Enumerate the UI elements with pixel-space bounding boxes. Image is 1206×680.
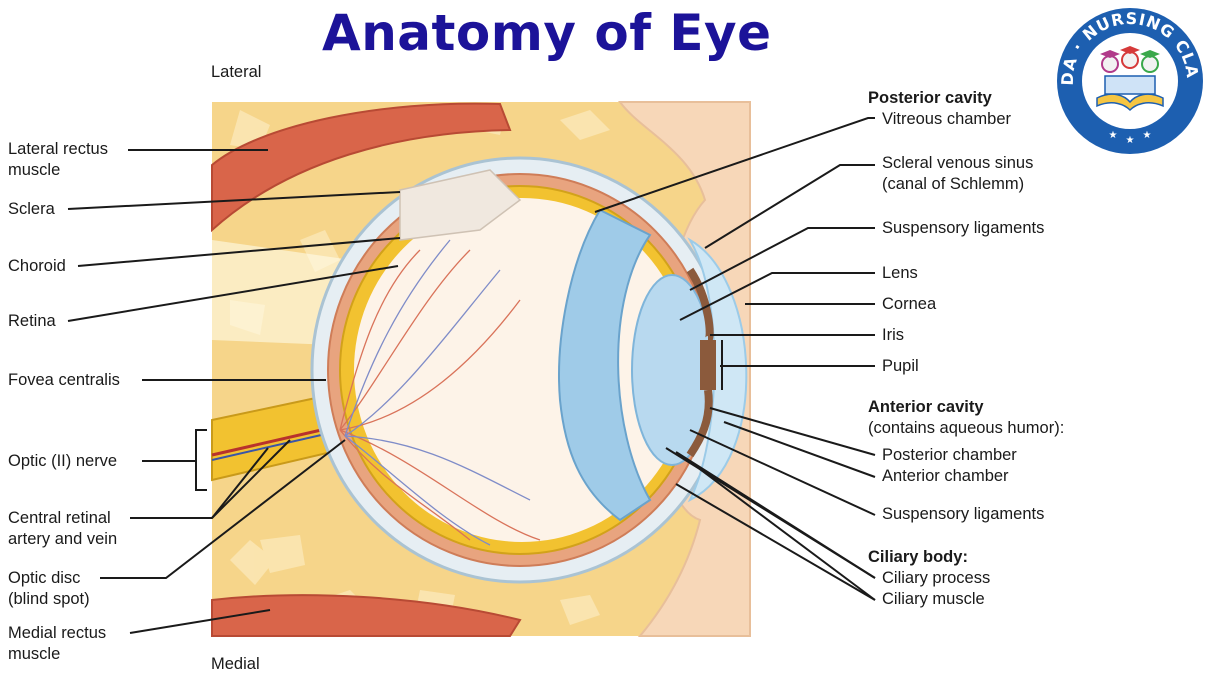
retinal-vessels [339,239,541,546]
label-medial-rectus-line2: muscle [8,645,61,663]
label-central-retinal-line1: Central retinal [8,509,111,527]
label-central-retinal-line2: artery and vein [8,530,118,548]
label-ciliary-body: Ciliary body: [868,548,968,566]
label-optic-nerve: Optic (II) nerve [8,452,118,470]
page-title: Anatomy of Eye [322,4,772,62]
label-lens: Lens [882,264,918,282]
label-fovea-centralis: Fovea centralis [8,371,120,389]
label-ciliary-muscle: Ciliary muscle [882,590,985,608]
lateral-rectus-muscle [211,102,512,233]
central-vein-line [211,432,331,461]
svg-text:★: ★ [1143,130,1152,141]
label-scleral-sinus-line2: (canal of Schlemm) [882,175,1025,193]
label-lateral-rectus-line2: muscle [8,161,61,179]
label-aqueous-humor: (contains aqueous humor): [868,419,1065,437]
label-optic-disc-line2: (blind spot) [8,590,90,608]
svg-text:★: ★ [1109,130,1118,141]
cutaway-wedge [399,169,522,241]
label-lateral-rectus-line1: Lateral rectus [8,140,108,158]
pointer-lines [67,117,876,634]
logo-students-icon [1096,46,1164,112]
label-ciliary-process: Ciliary process [882,569,991,587]
medial-rectus-muscle [211,594,522,637]
iris-shape [700,340,716,390]
nanda-nursing-classes-logo: NANDA · NURSING CLASSES ★★★ [1055,6,1203,154]
central-artery-line [211,426,331,457]
label-scleral-sinus-line1: Scleral venous sinus [882,154,1034,172]
label-pupil: Pupil [882,357,919,375]
label-choroid: Choroid [8,257,66,275]
label-vitreous-chamber: Vitreous chamber [882,110,1012,128]
label-posterior-chamber: Posterior chamber [882,446,1017,464]
label-iris: Iris [882,326,904,344]
label-suspensory-ligaments-top: Suspensory ligaments [882,219,1045,237]
label-posterior-cavity: Posterior cavity [868,89,992,107]
logo-stars: ★ ★ ★ [1109,130,1152,146]
medial-orientation-label: Medial [211,655,260,673]
label-cornea: Cornea [882,295,937,313]
label-sclera: Sclera [8,200,55,218]
lateral-orientation-label: Lateral [211,63,262,81]
label-anterior-chamber: Anterior chamber [882,467,1009,485]
label-suspensory-ligaments-bottom: Suspensory ligaments [882,505,1045,523]
iris-band [686,267,714,458]
label-retina: Retina [8,312,56,330]
svg-text:★: ★ [1126,135,1135,146]
label-optic-disc-line1: Optic disc [8,569,81,587]
label-medial-rectus-line1: Medial rectus [8,624,107,642]
ciliary-body-shape [558,208,652,522]
label-anterior-cavity: Anterior cavity [868,398,984,416]
